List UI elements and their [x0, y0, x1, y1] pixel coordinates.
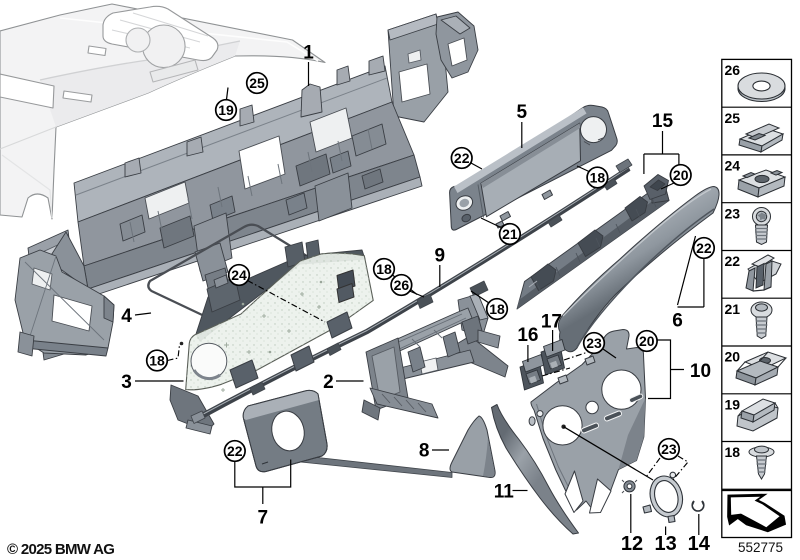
- svg-text:15: 15: [652, 111, 674, 132]
- svg-text:17: 17: [541, 312, 562, 333]
- svg-text:25: 25: [249, 75, 265, 91]
- svg-text:22: 22: [227, 443, 243, 459]
- svg-text:18: 18: [149, 352, 165, 368]
- svg-text:22: 22: [454, 150, 470, 166]
- svg-text:21: 21: [725, 301, 741, 317]
- svg-text:20: 20: [725, 349, 741, 365]
- svg-text:12: 12: [621, 533, 643, 555]
- svg-text:8: 8: [419, 441, 430, 462]
- svg-text:1: 1: [303, 43, 314, 64]
- svg-text:20: 20: [639, 333, 655, 349]
- svg-text:26: 26: [725, 62, 741, 78]
- svg-text:24: 24: [231, 267, 247, 283]
- svg-text:18: 18: [725, 444, 741, 460]
- svg-text:10: 10: [690, 361, 711, 382]
- svg-text:4: 4: [121, 306, 132, 327]
- svg-text:13: 13: [654, 533, 676, 555]
- svg-text:18: 18: [376, 261, 392, 277]
- svg-text:5: 5: [517, 102, 528, 123]
- svg-text:11: 11: [494, 482, 515, 503]
- svg-text:26: 26: [394, 277, 410, 293]
- svg-text:23: 23: [661, 441, 677, 457]
- svg-text:3: 3: [121, 372, 132, 393]
- svg-text:© 2025 BMW AG: © 2025 BMW AG: [7, 541, 114, 558]
- svg-text:7: 7: [258, 508, 269, 529]
- svg-text:22: 22: [696, 240, 712, 256]
- svg-text:552775: 552775: [738, 540, 783, 555]
- svg-text:21: 21: [502, 226, 518, 242]
- svg-text:16: 16: [517, 325, 538, 346]
- svg-text:23: 23: [586, 335, 602, 351]
- svg-text:9: 9: [435, 246, 446, 267]
- svg-text:23: 23: [725, 205, 741, 221]
- svg-text:25: 25: [725, 110, 741, 126]
- svg-text:24: 24: [725, 158, 741, 174]
- svg-text:6: 6: [672, 311, 683, 332]
- svg-text:19: 19: [725, 396, 741, 412]
- svg-text:19: 19: [218, 102, 234, 118]
- svg-text:22: 22: [725, 253, 741, 269]
- svg-text:14: 14: [688, 533, 711, 555]
- svg-text:20: 20: [673, 167, 689, 183]
- svg-text:2: 2: [323, 372, 334, 393]
- svg-text:18: 18: [590, 169, 606, 185]
- svg-text:18: 18: [489, 301, 505, 317]
